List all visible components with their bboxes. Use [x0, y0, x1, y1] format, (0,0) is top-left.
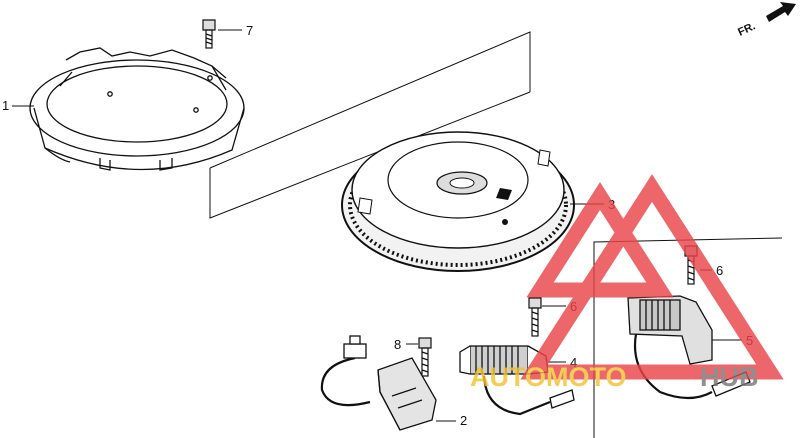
watermark-triangle-icon	[520, 174, 784, 380]
assembly-guide-lines	[209, 31, 531, 219]
front-arrow-icon	[766, 2, 796, 22]
bolt-part-8	[418, 337, 432, 377]
front-direction-indicator: FR.	[736, 2, 796, 39]
callout-part-7: 7	[246, 23, 253, 38]
bolt-part-7	[202, 19, 216, 49]
watermark-text-automoto: AUTOMOTO	[470, 362, 627, 392]
callout-part-2: 2	[460, 413, 467, 428]
front-direction-label: FR.	[736, 20, 757, 38]
fan-cover	[29, 47, 245, 171]
ignition-module	[320, 335, 437, 431]
callout-part-1: 1	[2, 98, 9, 113]
callout-part-6-inset: 6	[716, 263, 723, 278]
bolt-part-6-lower	[528, 297, 542, 337]
automotohub-watermark: AUTOMOTO HUB	[470, 174, 784, 392]
flywheel	[341, 131, 575, 272]
watermark-text-hub: HUB	[700, 362, 759, 392]
callout-part-4: 4	[570, 355, 577, 370]
callout-part-8: 8	[394, 337, 401, 352]
